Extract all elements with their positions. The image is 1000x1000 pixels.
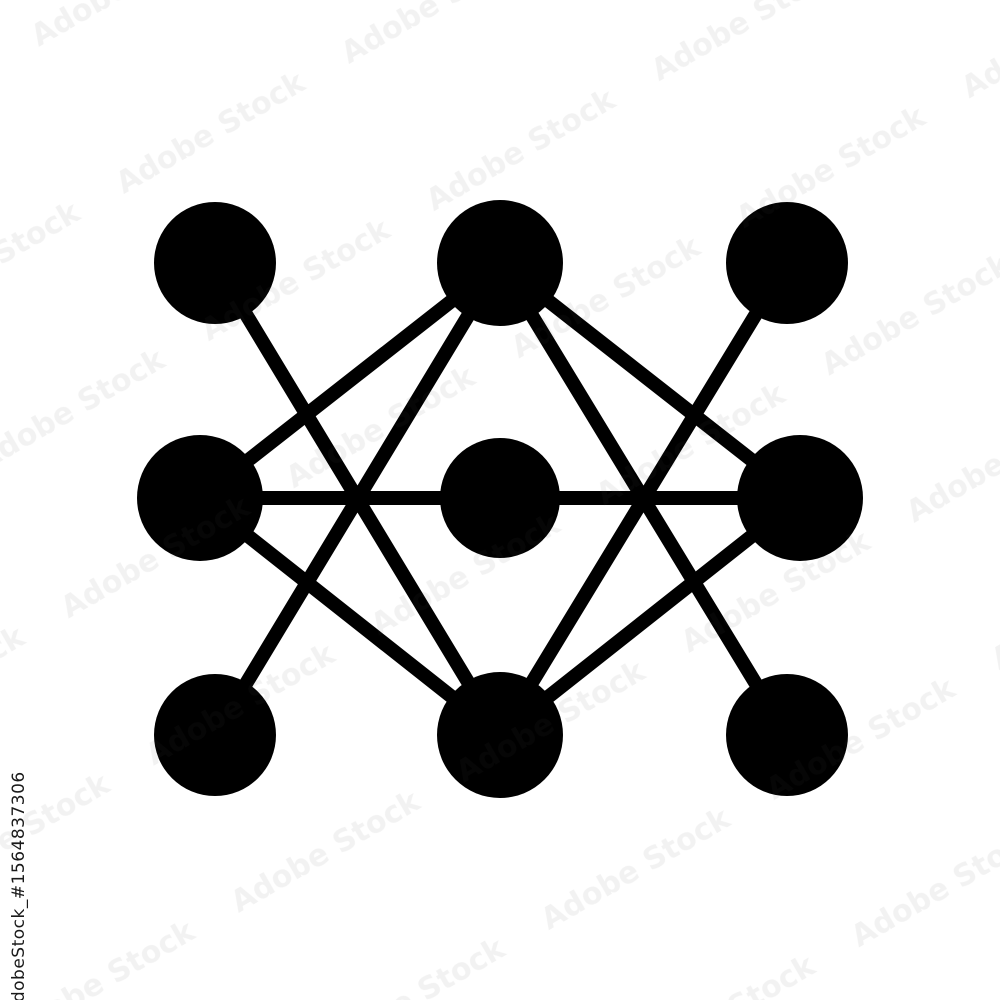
node-bottom-middle <box>437 672 563 798</box>
node-top-right <box>726 202 848 324</box>
stock-id-label: AdobeStock_#1564837306 <box>9 771 29 1000</box>
node-middle-right <box>737 435 863 561</box>
node-top-middle <box>437 200 563 326</box>
node-middle-left <box>137 435 263 561</box>
node-center <box>440 438 560 558</box>
node-bottom-left <box>154 674 276 796</box>
node-bottom-right <box>726 674 848 796</box>
node-top-left <box>154 202 276 324</box>
